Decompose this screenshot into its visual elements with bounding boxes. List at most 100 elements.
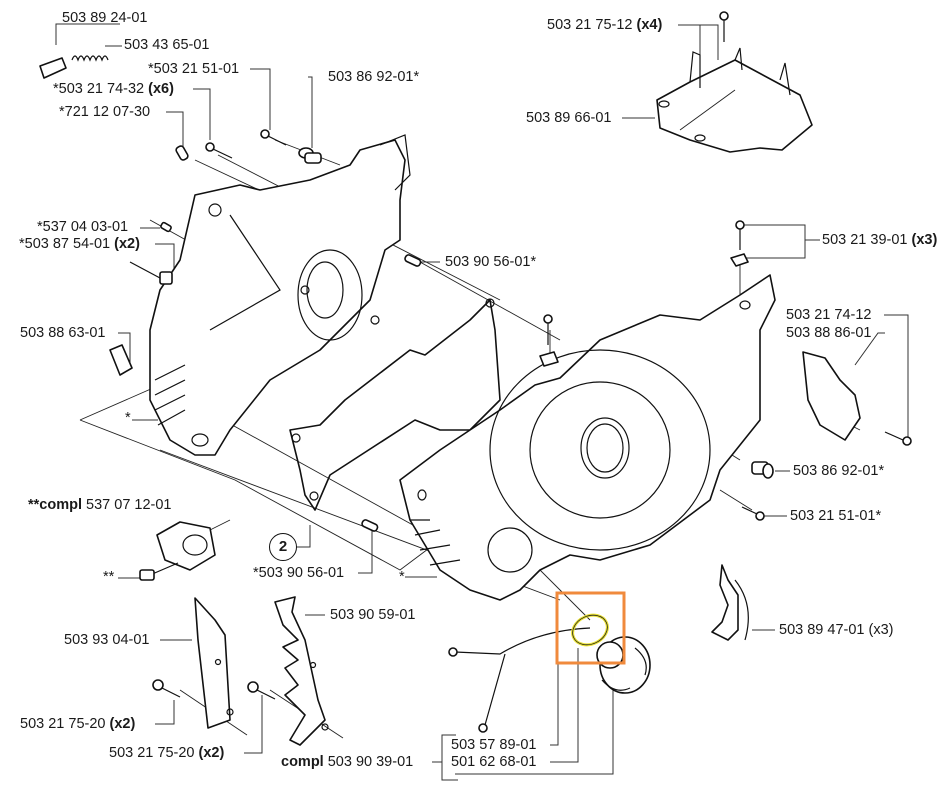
compl-prefix: compl: [281, 754, 324, 770]
label-503-21-75-12: 503 21 75-12 (x4): [547, 17, 662, 33]
label-503-93-04-01: 503 93 04-01: [64, 632, 149, 648]
label-503-21-75-20-b: 503 21 75-20 (x2): [109, 745, 224, 761]
part-number: 503 88 86-01: [786, 325, 872, 341]
part-503-90-56-01-pin-a: [404, 254, 422, 267]
part-503-88-63-01-clip: [109, 344, 133, 376]
label-503-89-24-01: 503 89 24-01: [62, 10, 147, 26]
part-number: 503 21 75-20: [20, 716, 106, 732]
part-number: 503 21 75-20: [109, 745, 195, 761]
label-503-43-65-01: 503 43 65-01: [124, 37, 209, 53]
part-503-21-51-01-screw-a: [260, 129, 287, 146]
part-number: 503 86 92-01*: [328, 69, 420, 85]
part-503-93-04-01-plate: [194, 597, 234, 729]
quantity: (x2): [198, 745, 225, 761]
label-503-88-86-01: 503 88 86-01: [786, 325, 871, 341]
label-503-21-39-01: 503 21 39-01 (x3): [822, 232, 937, 248]
part-number: 503 89 24-01: [62, 10, 148, 26]
part-503-21-75-20-screw-a: [152, 679, 181, 698]
label-503-90-56-01-b: *503 90 56-01: [253, 565, 344, 581]
part-number: *: [399, 569, 405, 585]
part-number: *503 87 54-01: [19, 236, 111, 252]
part-503-21-74-32-screw: [205, 142, 233, 159]
part-number: 503 21 39-01: [822, 232, 908, 248]
label-503-86-92-01-a: 503 86 92-01*: [328, 69, 419, 85]
quantity: (x3): [911, 232, 938, 248]
label-503-21-51-01-a: *503 21 51-01: [148, 61, 239, 77]
right-crankcase-half: [399, 274, 776, 601]
quantity: (x6): [148, 81, 174, 97]
part-503-88-86-01-guard: [802, 351, 861, 441]
part-number: 503 57 89-01: [451, 737, 537, 753]
part-721-12-07-30-pin: [175, 145, 189, 161]
part-number: 501 62 68-01: [451, 754, 537, 770]
label-503-89-66-01: 503 89 66-01: [526, 110, 611, 126]
part-503-57-89-01-fuel-line: [448, 627, 591, 733]
label-503-90-59-01: 503 90 59-01: [330, 607, 415, 623]
part-number: 503 21 74-12: [786, 307, 872, 323]
part-number: 503 90 56-01*: [445, 254, 537, 270]
label-721-12-07-30: *721 12 07-30: [59, 104, 150, 120]
part-503-21-75-20-screw-b: [247, 681, 276, 700]
part-number: 503 90 59-01: [330, 607, 416, 623]
part-number: 503 21 75-12: [547, 17, 633, 33]
part-503-21-39-01-screw: [730, 220, 749, 267]
part-503-86-92-01-bushing-b: [751, 461, 774, 479]
label-503-21-74-12: 503 21 74-12: [786, 307, 871, 323]
part-number: 503 43 65-01: [124, 37, 210, 53]
part-number: 503 89 47-01: [779, 622, 865, 638]
part-number: 503 93 04-01: [64, 632, 150, 648]
label-double-star: **: [103, 569, 114, 585]
label-503-86-92-01-b: 503 86 92-01*: [793, 463, 884, 479]
part-number: *503 90 56-01: [253, 565, 345, 581]
label-compl-503-90-39-01: compl 503 90 39-01: [281, 754, 413, 770]
part-537-04-03-01-plug: [160, 221, 172, 233]
label-star-bottom: *: [399, 569, 405, 585]
part-number: 503 21 51-01*: [790, 508, 882, 524]
part-number: *503 21 51-01: [148, 61, 240, 77]
part-503-89-24-01: [39, 57, 67, 79]
part-number: *721 12 07-30: [59, 104, 151, 120]
label-503-90-56-01-a: 503 90 56-01*: [445, 254, 536, 270]
label-503-21-75-20-a: 503 21 75-20 (x2): [20, 716, 135, 732]
label-503-87-54-01: *503 87 54-01 (x2): [19, 236, 140, 252]
gasket: [289, 298, 501, 511]
part-number: 503 86 92-01*: [793, 463, 885, 479]
part-503-43-65-01-spring: [71, 55, 109, 62]
part-number: 503 88 63-01: [20, 325, 106, 341]
part-503-87-54-01-screw: [129, 261, 173, 285]
label-503-57-89-01: 503 57 89-01: [451, 737, 536, 753]
quantity: (x2): [114, 236, 140, 252]
label-503-89-47-01: 503 89 47-01 (x3): [779, 622, 893, 638]
part-537-07-12-01-tensioner: [139, 521, 216, 581]
label-compl-537-07-12-01: **compl 537 07 12-01: [28, 497, 172, 513]
part-number: *: [125, 410, 131, 426]
part-503-21-51-01-screw-b: [741, 506, 765, 521]
part-503-90-59-01-bumper-spike: [274, 596, 329, 746]
part-number: 503 89 66-01: [526, 110, 612, 126]
label-537-04-03-01: *537 04 03-01: [37, 219, 128, 235]
part-501-62-68-01-ring: [571, 613, 609, 647]
part-503-86-92-01-bushing-a: [298, 147, 322, 164]
compl-prefix: **compl: [28, 497, 82, 513]
label-503-21-51-01-b: 503 21 51-01*: [790, 508, 881, 524]
part-number: *537 04 03-01: [37, 219, 129, 235]
callout-2: 2: [269, 533, 297, 561]
label-501-62-68-01: 501 62 68-01: [451, 754, 536, 770]
left-crankcase-half: [149, 134, 411, 456]
label-503-21-74-32: *503 21 74-32 (x6): [53, 81, 174, 97]
part-screw-center: [539, 314, 559, 367]
quantity: (x4): [636, 17, 663, 33]
label-star-left: *: [125, 410, 131, 426]
part-503-89-47-01-brake: [711, 564, 749, 641]
part-503-90-56-01-pin-b: [361, 519, 379, 532]
label-503-88-63-01: 503 88 63-01: [20, 325, 105, 341]
highlight-box: [555, 591, 626, 665]
quantity: (x3): [868, 622, 894, 638]
part-number: 503 90 39-01: [327, 754, 414, 770]
part-number: **: [103, 569, 115, 585]
quantity: (x2): [109, 716, 136, 732]
part-number: 537 07 12-01: [86, 497, 172, 513]
part-503-21-75-12-screw: [719, 11, 729, 42]
part-number: *503 21 74-32: [53, 81, 145, 97]
